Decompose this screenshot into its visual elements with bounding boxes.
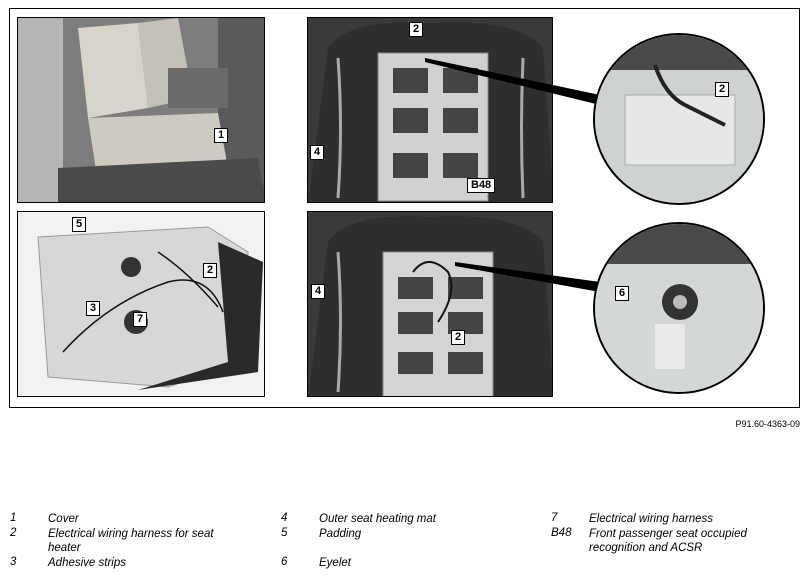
callout-4b: 4 [311, 284, 326, 299]
callout-b48: B48 [467, 178, 496, 193]
callout-6: 6 [615, 286, 630, 301]
callout-2b: 2 [203, 263, 218, 278]
callout-2d: 2 [715, 82, 730, 97]
figure-id: P91.60-4363-09 [735, 419, 800, 429]
photo-seat-mat-top: 2 4 B48 [307, 17, 553, 203]
callout-4: 4 [310, 145, 325, 160]
callout-2c: 2 [451, 330, 466, 345]
callout-5: 5 [72, 217, 87, 232]
magnifier-harness: 2 [593, 33, 765, 205]
callout-1: 1 [214, 128, 229, 143]
callout-3: 3 [86, 301, 101, 316]
callout-7: 7 [133, 312, 148, 327]
photo-padding: 5 2 3 7 [17, 211, 265, 397]
photo-seat-mat-bottom: 4 2 [307, 211, 553, 397]
magnifier-eyelet: 6 [593, 222, 765, 394]
callout-2: 2 [409, 22, 424, 37]
figure-frame [9, 8, 800, 408]
photo-vehicle-seat: 1 [17, 17, 265, 203]
